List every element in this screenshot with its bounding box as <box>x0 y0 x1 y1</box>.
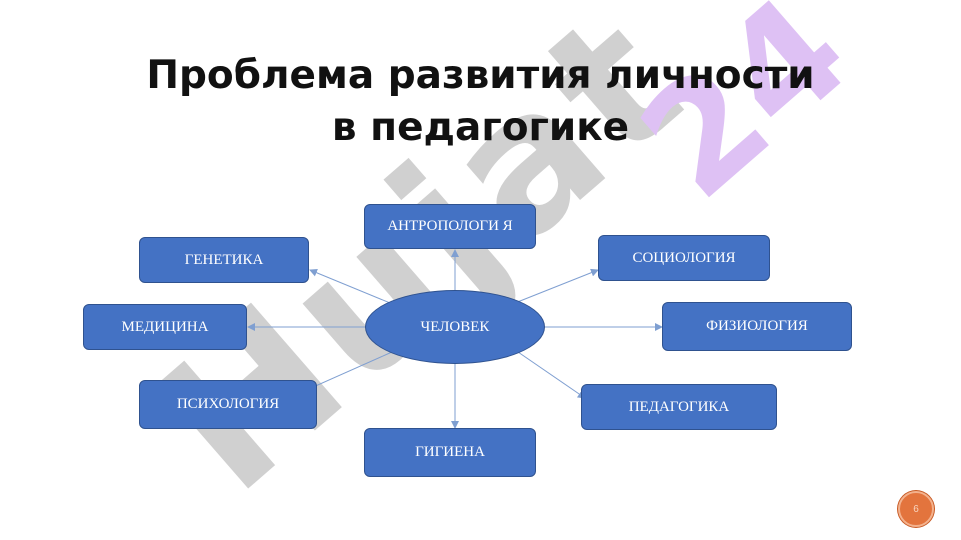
node-pedagogy: ПЕДАГОГИКА <box>581 384 777 430</box>
link-pedagogy <box>517 351 586 399</box>
node-sociology: СОЦИОЛОГИЯ <box>598 235 770 281</box>
node-center-human: ЧЕЛОВЕК <box>365 290 545 364</box>
link-psychology <box>301 351 393 393</box>
node-genetics: ГЕНЕТИКА <box>139 237 309 283</box>
slide-title-line-2: в педагогике <box>331 105 630 150</box>
node-anthropology: АНТРОПОЛОГИ Я <box>364 204 536 249</box>
link-sociology <box>514 268 599 304</box>
slide-title: Проблема развития личности в педагогике <box>0 50 961 154</box>
link-genetics <box>309 268 396 306</box>
node-physiology: ФИЗИОЛОГИЯ <box>662 302 852 351</box>
page-number-badge: 6 <box>898 491 934 527</box>
node-hygiene: ГИГИЕНА <box>364 428 536 477</box>
node-medicine: МЕДИЦИНА <box>83 304 247 350</box>
slide-title-line-1: Проблема развития личности <box>146 53 815 98</box>
node-psychology: ПСИХОЛОГИЯ <box>139 380 317 429</box>
